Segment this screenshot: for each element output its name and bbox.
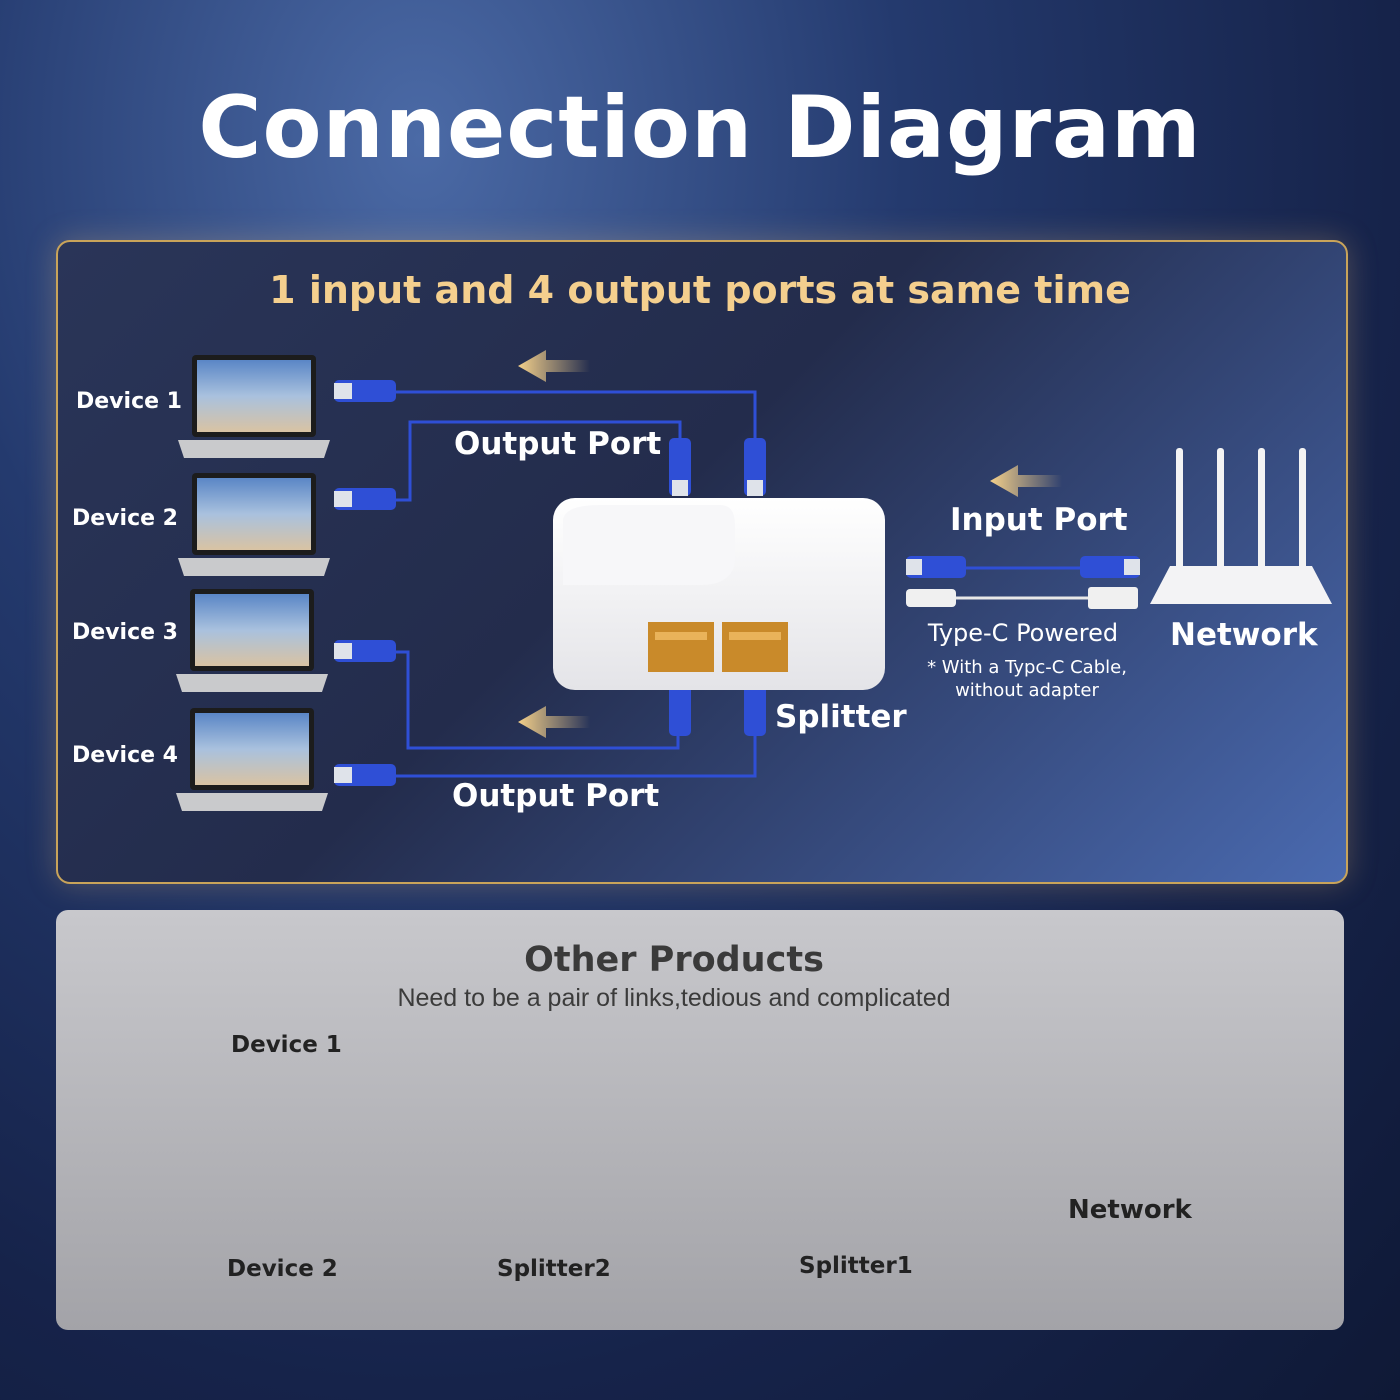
direction-arrow-icons [518,350,1062,738]
output-port-top-label: Output Port [454,426,662,462]
laptop-device-4 [176,708,328,811]
other-products-subtitle: Need to be a pair of links,tedious and c… [397,984,951,1012]
output-port-bottom-label: Output Port [452,778,660,814]
type-c-powered-label: Type-C Powered [927,619,1119,647]
splitter-label: Splitter [775,699,907,735]
power-note-line1: * With a Typc-C Cable, [927,657,1127,678]
page-title: Connection Diagram [198,78,1202,178]
device-2-label: Device 2 [72,506,178,531]
bottom-device-2-label: Device 2 [227,1256,338,1282]
network-label: Network [1170,617,1318,653]
bottom-network-label: Network [1068,1195,1192,1225]
usb-c-cable [906,587,1138,609]
router-icon [1150,448,1332,604]
power-note-line2: without adapter [955,680,1099,701]
laptop-device-3 [176,589,328,692]
laptop-device-2 [178,473,330,576]
device-3-label: Device 3 [72,620,178,645]
splitter1-label: Splitter1 [799,1253,913,1279]
device-1-label: Device 1 [76,389,182,414]
panel-subtitle: 1 input and 4 output ports at same time [269,268,1131,312]
splitter2-label: Splitter2 [497,1256,611,1282]
device-4-label: Device 4 [72,743,178,768]
comparison-panel [56,910,1344,1330]
other-products-title: Other Products [524,940,824,980]
bottom-device-1-label: Device 1 [231,1032,342,1058]
splitter-device [553,498,885,690]
input-port-label: Input Port [950,502,1128,538]
laptop-device-1 [178,355,330,458]
